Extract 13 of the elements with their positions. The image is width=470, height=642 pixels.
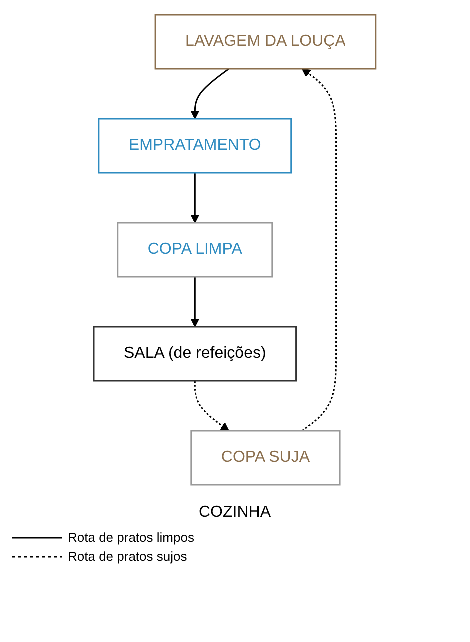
area-label: COZINHA (199, 504, 271, 522)
arrow (194, 381, 230, 432)
legend-text: Rota de pratos limpos (68, 530, 194, 545)
node-box: COPA SUJA (190, 430, 341, 486)
node-box: SALA (de refeições) (93, 326, 298, 382)
legend-text: Rota de pratos sujos (68, 549, 188, 564)
node-box: EMPRATAMENTO (98, 118, 292, 174)
arrow (190, 68, 230, 120)
node-box: COPA LIMPA (117, 222, 274, 278)
arrow (302, 68, 338, 432)
node-box: LAVAGEM DA LOUÇA (154, 14, 377, 70)
arrow (190, 173, 200, 224)
arrow (190, 277, 200, 328)
